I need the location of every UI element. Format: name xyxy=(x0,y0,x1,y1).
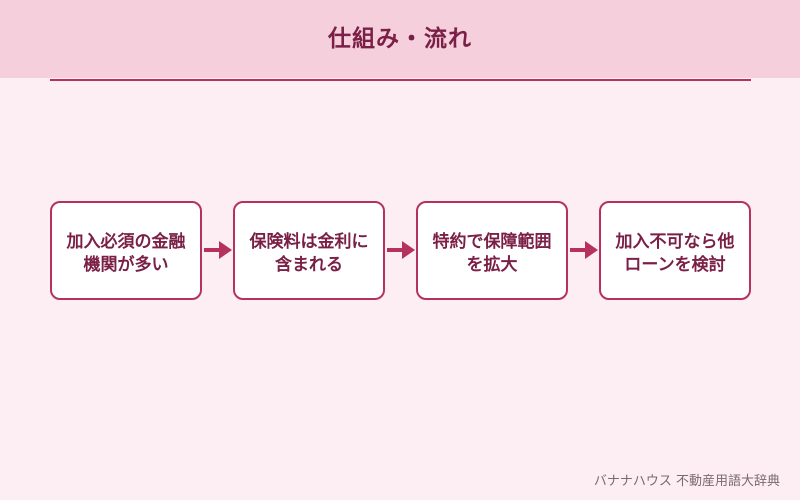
flow-step-3: 特約で保障範囲を拡大 xyxy=(416,201,568,300)
arrow-right-icon xyxy=(570,241,598,259)
footer-credit: バナナハウス 不動産用語大辞典 xyxy=(593,474,780,489)
title-underline xyxy=(50,79,751,81)
flow-step-4: 加入不可なら他ローンを検討 xyxy=(599,201,751,300)
page-title: 仕組み・流れ xyxy=(328,26,472,52)
flow-step-2-label: 保険料は金利に含まれる xyxy=(249,232,369,275)
flow-step-3-label: 特約で保障範囲を拡大 xyxy=(432,232,552,275)
arrow-right-icon xyxy=(204,241,232,259)
flow-diagram: 加入必須の金融機関が多い 保険料は金利に含まれる 特約で保障範囲を拡大 加入不可… xyxy=(50,201,751,300)
flow-step-1: 加入必須の金融機関が多い xyxy=(50,201,202,300)
header-band xyxy=(0,0,800,78)
flow-step-2: 保険料は金利に含まれる xyxy=(233,201,385,300)
flow-step-4-label: 加入不可なら他ローンを検討 xyxy=(615,232,735,275)
flow-step-1-label: 加入必須の金融機関が多い xyxy=(66,232,186,275)
arrow-right-icon xyxy=(387,241,415,259)
